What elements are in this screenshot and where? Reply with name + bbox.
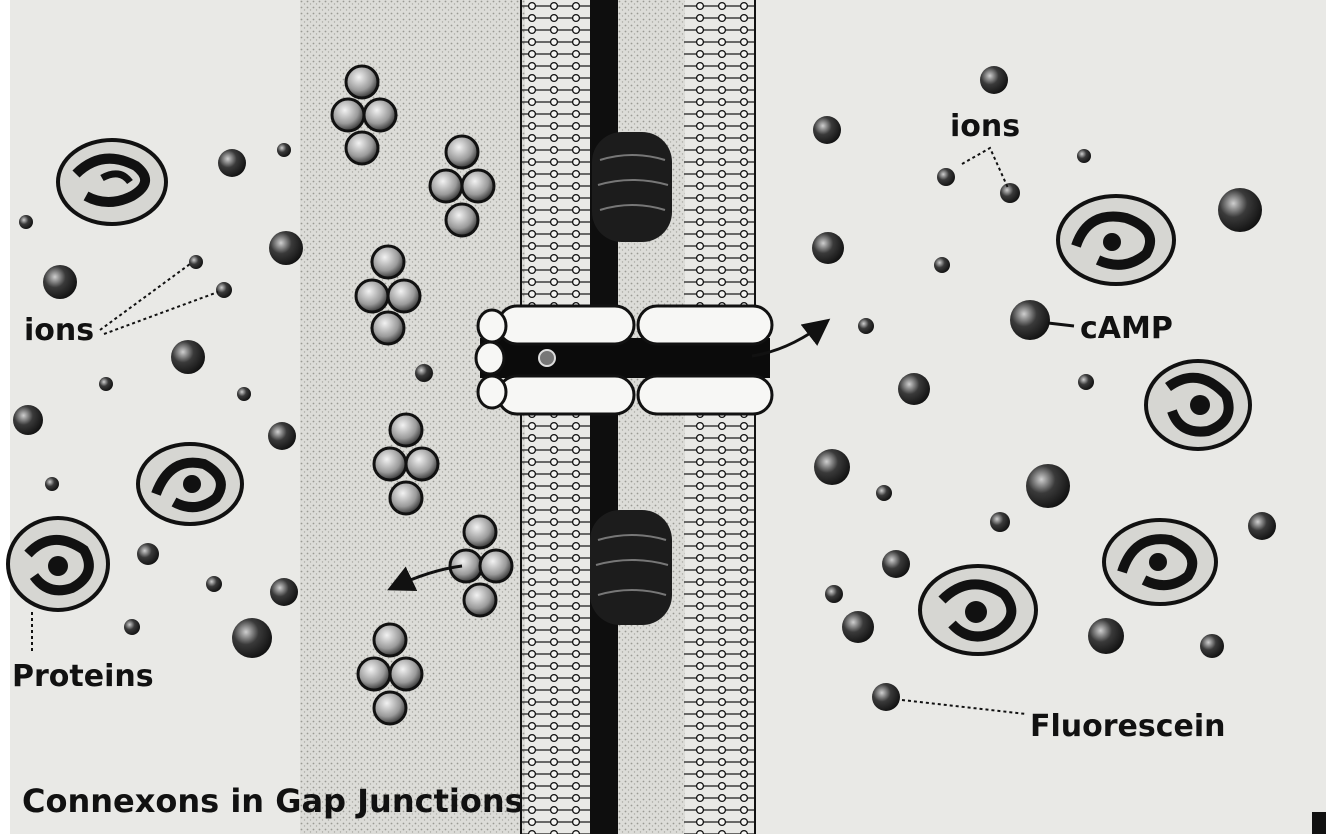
- membrane-protein-upper: [592, 132, 672, 242]
- corner-mark: [1312, 812, 1326, 834]
- protein-blob: [920, 566, 1036, 654]
- protein-blob: [8, 518, 108, 610]
- label-ions-right: ions: [950, 109, 1020, 144]
- protein-blob: [1146, 361, 1250, 449]
- protein-blob: [138, 444, 242, 524]
- membrane-left: [520, 0, 590, 834]
- label-fluorescein: Fluorescein: [1030, 709, 1226, 744]
- intercellular-gap: [590, 0, 618, 834]
- label-camp: cAMP: [1080, 311, 1173, 346]
- protein-blob: [1104, 520, 1216, 604]
- label-proteins: Proteins: [12, 659, 154, 694]
- connexon-channel: [476, 306, 772, 414]
- protein-blob: [1058, 196, 1174, 284]
- membrane-protein-lower: [590, 510, 672, 625]
- label-ions-left: ions: [24, 313, 94, 348]
- protein-blob: [58, 140, 166, 224]
- membrane-right: [684, 0, 756, 834]
- caption: Connexons in Gap Junctions: [22, 782, 524, 820]
- left-border: [0, 0, 10, 834]
